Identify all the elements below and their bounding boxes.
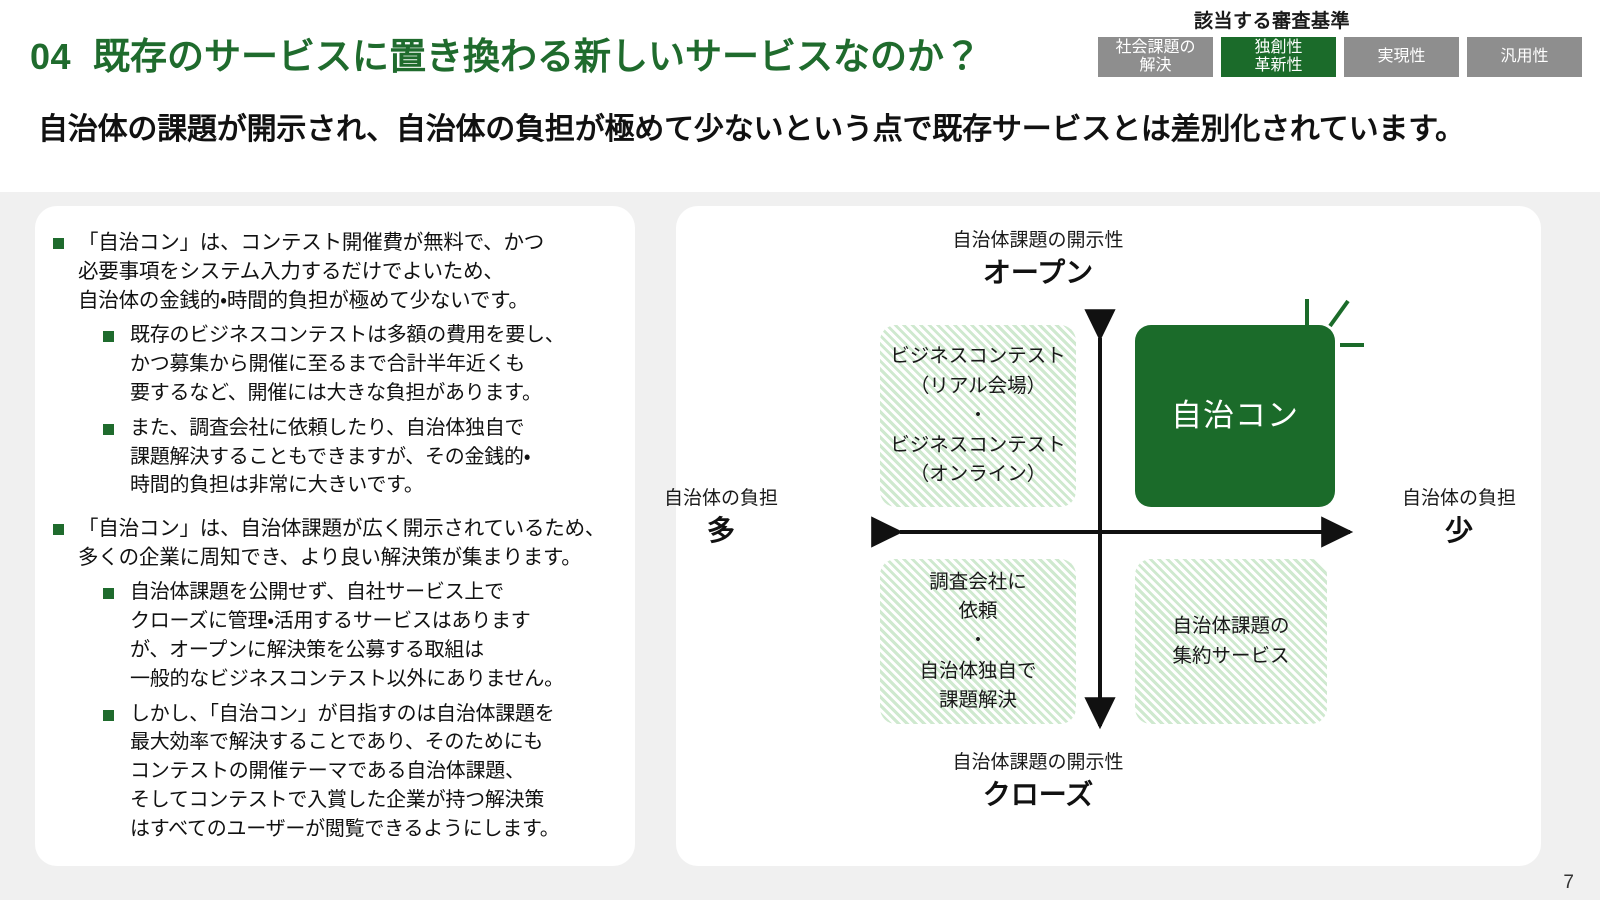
square-bullet-icon [103,331,114,343]
axis-label-bottom: 自治体課題の開示性 クローズ [928,752,1148,812]
quadrant-line: 自治体課題の [1172,615,1290,638]
quadrant-top-right-highlight[interactable]: 自治コン [1135,325,1335,507]
bullet-text: しかし、「自治コン」が目指すのは自治体課題を 最大効率で解決することであり、その… [130,702,560,840]
bullet-primary: 「自治コン」は、コンテスト開催費が無料で、かつ 必要事項をシステム入力するだけで… [53,228,627,315]
quadrant-bottom-left[interactable]: 調査会社に 依頼 ・ 自治体独自で 課題解決 [880,559,1076,724]
axis-label-left-small: 自治体の負担 [663,488,778,509]
criteria-caption: 該当する審査基準 [1193,11,1350,32]
criteria-badge-social[interactable]: 社会課題の 解決 [1098,37,1213,77]
square-bullet-icon [103,588,114,600]
quadrant-line: 課題解決 [938,688,1017,711]
bullet-list: 「自治コン」は、コンテスト開催費が無料で、かつ 必要事項をシステム入力するだけで… [53,228,627,858]
quadrant-line: 自治体独自で [919,659,1037,682]
square-bullet-icon [103,423,114,435]
criteria-badge-line1: 社会課題の [1115,38,1196,56]
section-number: 04 [30,36,72,77]
criteria-badge-feasibility[interactable]: 実現性 [1344,37,1459,77]
bullet-text: 「自治コン」は、自治体課題が広く開示されているため、 多くの企業に周知でき、より… [78,517,606,570]
criteria-badges: 社会課題の 解決 独創性 革新性 実現性 汎用性 [1082,37,1582,77]
bullet-text: 「自治コン」は、コンテスト開催費が無料で、かつ 必要事項をシステム入力するだけで… [78,231,545,313]
page-subtitle: 自治体の課題が開示され、自治体の負担が極めて少ないという点で既存サービスとは差別… [38,113,1465,146]
criteria-badge-line1: 汎用性 [1500,47,1549,65]
axis-label-right-small: 自治体の負担 [1401,488,1516,509]
bullet-secondary: しかし、「自治コン」が目指すのは自治体課題を 最大効率で解決することであり、その… [103,700,627,844]
positioning-matrix: 自治体課題の開示性 オープン 自治体課題の開示性 クローズ 自治体の負担 多 自… [664,192,1541,866]
quadrant-line: ・ [968,630,988,652]
axis-label-left-big: 多 [706,514,735,546]
quadrant-label-jichicon: 自治コン [1171,397,1299,433]
quadrant-line: ビジネスコンテスト [890,434,1066,457]
axis-label-bottom-big: クローズ [982,778,1094,810]
page-number: 7 [1563,872,1574,893]
bullet-text: 既存のビジネスコンテストは多額の費用を要し、 かつ募集から開催に至るまで合計半年… [130,324,565,404]
axis-label-top-small: 自治体課題の開示性 [952,230,1124,251]
quadrant-line: ビジネスコンテスト [890,345,1066,368]
axis-label-top-big: オープン [982,256,1094,288]
quadrant-line: （リアル会場） [909,374,1047,397]
axis-label-left: 自治体の負担 多 [626,488,816,548]
square-bullet-icon [53,524,64,536]
bullet-primary: 「自治コン」は、自治体課題が広く開示されているため、 多くの企業に周知でき、より… [53,514,627,572]
bullet-text: また、調査会社に依頼したり、自治体独自で 課題解決することもできますが、その金銭… [130,416,531,497]
axis-label-right-big: 少 [1444,514,1473,546]
criteria-group: 該当する審査基準 社会課題の 解決 独創性 革新性 実現性 汎用性 [1082,6,1582,77]
left-text-card: 「自治コン」は、コンテスト開催費が無料で、かつ 必要事項をシステム入力するだけで… [35,206,635,866]
axis-label-bottom-small: 自治体課題の開示性 [952,752,1124,773]
quadrant-line: 依頼 [958,600,998,623]
quadrant-bottom-right[interactable]: 自治体課題の 集約サービス [1135,559,1327,724]
bullet-group-1: 「自治コン」は、コンテスト開催費が無料で、かつ 必要事項をシステム入力するだけで… [53,228,627,500]
criteria-badge-line2: 解決 [1139,57,1172,74]
quadrant-line: 集約サービス [1172,644,1290,667]
bullet-secondary: 既存のビジネスコンテストは多額の費用を要し、 かつ募集から開催に至るまで合計半年… [103,321,627,407]
quadrant-line: 調査会社に [929,570,1027,593]
axis-label-top: 自治体課題の開示性 オープン [928,230,1148,290]
slide-header: 04 既存のサービスに置き換わる新しいサービスなのか？ 該当する審査基準 社会課… [0,0,1600,192]
criteria-badge-line1: 独創性 [1254,38,1303,56]
square-bullet-icon [53,238,64,249]
criteria-badge-line2: 革新性 [1254,57,1303,74]
quadrant-top-left[interactable]: ビジネスコンテスト （リアル会場） ・ ビジネスコンテスト （オンライン） [880,325,1076,507]
quadrant-line: （オンライン） [909,463,1047,486]
axis-label-right: 自治体の負担 少 [1364,488,1554,548]
bullet-text: 自治体課題を公開せず、自社サービス上で クローズに管理・活用するサービスはありま… [130,581,564,690]
criteria-badge-line1: 実現性 [1377,47,1426,65]
quadrant-line: ・ [968,404,988,426]
square-bullet-icon [103,709,114,721]
bullet-secondary: 自治体課題を公開せず、自社サービス上で クローズに管理・活用するサービスはありま… [103,578,627,693]
section-title: 既存のサービスに置き換わる新しいサービスなのか？ [93,36,982,77]
page-title: 04 既存のサービスに置き換わる新しいサービスなのか？ [30,26,981,80]
bullet-secondary: また、調査会社に依頼したり、自治体独自で 課題解決することもできますが、その金銭… [103,414,627,500]
criteria-badge-originality[interactable]: 独創性 革新性 [1221,37,1336,77]
criteria-badge-versatility[interactable]: 汎用性 [1467,37,1582,77]
bullet-group-2: 「自治コン」は、自治体課題が広く開示されているため、 多くの企業に周知でき、より… [53,514,627,843]
